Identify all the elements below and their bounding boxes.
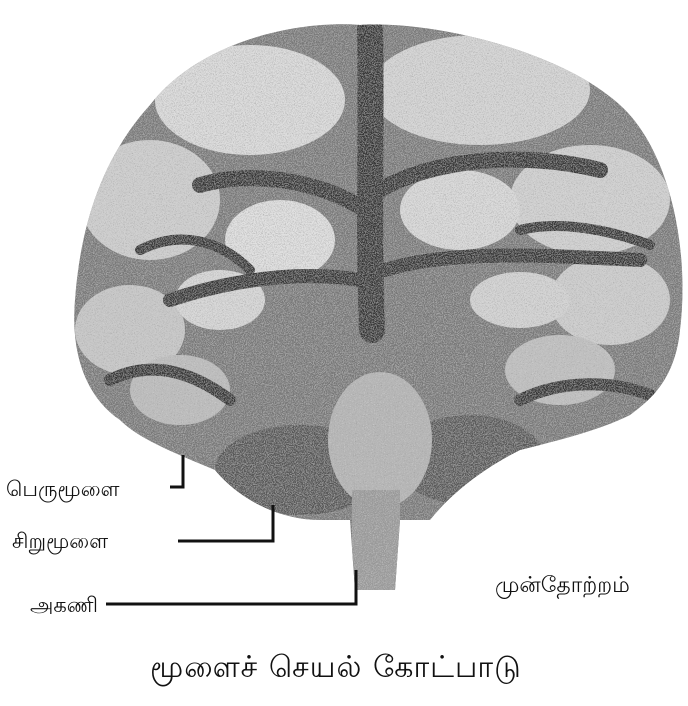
diagram-title: மூளைச் செயல் கோட்பாடு [150, 653, 522, 683]
leader-line-cerebrum [170, 455, 183, 487]
label-cerebellum: சிறுமூளை [12, 531, 108, 552]
label-cerebrum: பெருமூளை [6, 479, 120, 500]
label-front-view: முன்தோற்றம் [495, 575, 630, 597]
leader-line-cerebellum [178, 505, 273, 541]
label-medulla: அகணி [30, 595, 98, 616]
leader-line-medulla [106, 570, 356, 604]
